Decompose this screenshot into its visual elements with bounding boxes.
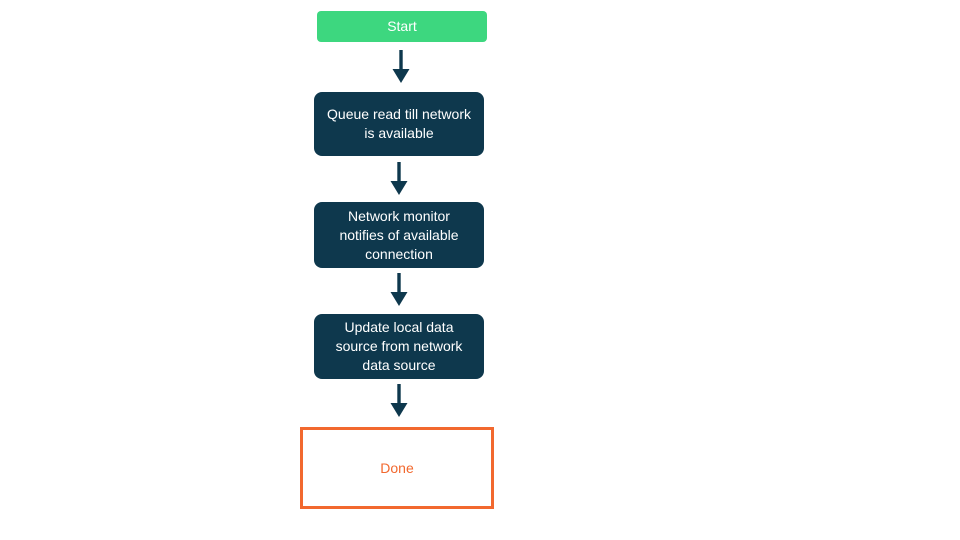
flow-node-network-monitor-label: Network monitor notifies of available co… bbox=[339, 207, 459, 262]
arrow-down-icon bbox=[392, 50, 410, 83]
arrow-down-icon bbox=[390, 273, 408, 306]
flow-node-network-monitor: Network monitor notifies of available co… bbox=[314, 202, 484, 268]
flow-node-update-local-label: Update local data source from network da… bbox=[335, 319, 463, 373]
flow-node-done: Done bbox=[300, 427, 494, 509]
flow-node-start-label: Start bbox=[387, 18, 417, 34]
flow-node-queue-read-label: Queue read till network is available bbox=[327, 106, 471, 141]
flow-node-done-label: Done bbox=[380, 459, 414, 476]
arrow-down-icon bbox=[390, 162, 408, 195]
flow-node-update-local: Update local data source from network da… bbox=[314, 314, 484, 379]
flow-node-queue-read: Queue read till network is available bbox=[314, 92, 484, 156]
arrow-down-icon bbox=[390, 384, 408, 417]
flow-node-start: Start bbox=[317, 11, 487, 42]
